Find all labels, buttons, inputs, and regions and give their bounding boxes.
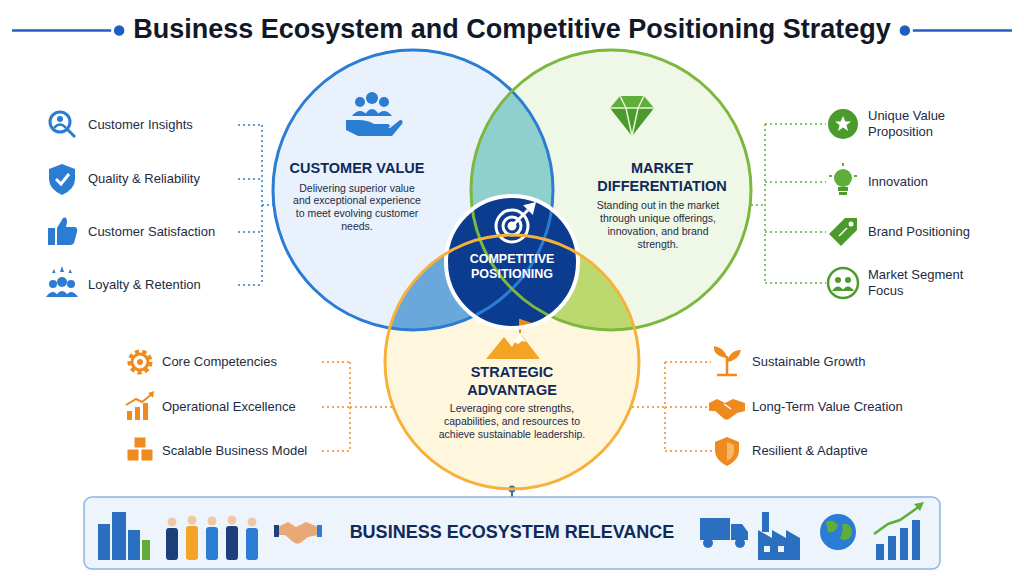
outline-stroke [446, 196, 578, 328]
growth-chart-icon [126, 391, 154, 420]
text-holder: Leveraging core strengths, capabilities,… [438, 402, 586, 440]
shield-icon [715, 437, 739, 466]
text-holder: Delivering superior value and exceptiona… [293, 182, 421, 233]
people-hand-icon [346, 92, 403, 136]
label-holder: Customer Insights [88, 117, 238, 133]
list-item-label: Unique Value Proposition [868, 108, 993, 141]
center-circle: COMPETITIVE POSITIONING [446, 196, 578, 328]
band-handshake-icon [274, 522, 322, 544]
band-heading: BUSINESS ECOSYSTEM RELEVANCE [332, 522, 692, 544]
circle-heading: MARKET DIFFERENTIATION [582, 160, 742, 195]
outline-stroke [385, 235, 639, 489]
shield-check-icon [49, 164, 75, 195]
label-holder: Long-Term Value Creation [752, 399, 952, 415]
bar-chart-icon [874, 502, 924, 560]
circle-body: Leveraging core strengths, capabilities,… [438, 402, 586, 440]
title-holder: Business Ecosystem and Competitive Posit… [0, 14, 1024, 45]
list-item-label: Scalable Business Model [162, 443, 320, 459]
text-holder: BUSINESS ECOSYSTEM RELEVANCE [332, 522, 692, 544]
list-item-label: Sustainable Growth [752, 354, 952, 370]
list-item-label: Core Competencies [162, 354, 320, 370]
list-item-label: Innovation [868, 174, 993, 190]
segment-icon [828, 268, 858, 298]
people-icon [166, 516, 258, 561]
list-item-label: Resilient & Adaptive [752, 443, 952, 459]
badge-star-icon [828, 109, 858, 139]
label-holder: Loyalty & Retention [88, 277, 238, 293]
label-holder: Brand Positioning [868, 224, 993, 240]
leader-lines [238, 124, 826, 451]
factory-icon [758, 512, 800, 560]
list-item-label: Quality & Reliability [88, 171, 238, 187]
venn-circle: STRATEGIC ADVANTAGELeveraging core stren… [385, 235, 639, 489]
label-holder: Market Segment Focus [868, 267, 993, 300]
diagram-title: Business Ecosystem and Competitive Posit… [133, 14, 891, 45]
list-item-label: Market Segment Focus [868, 267, 993, 300]
list-item-label: Customer Insights [88, 117, 238, 133]
label-holder: Scalable Business Model [162, 443, 320, 459]
circle-body: Delivering superior value and exceptiona… [293, 182, 421, 233]
label-holder: Core Competencies [162, 354, 320, 370]
circle-outline [385, 235, 639, 489]
circle-heading: CUSTOMER VALUE [290, 160, 425, 178]
sprout-icon [714, 346, 741, 375]
gear-icon [130, 352, 150, 372]
text-holder: MARKET DIFFERENTIATION [582, 160, 742, 195]
label-holder: Unique Value Proposition [868, 108, 993, 141]
label-holder: Sustainable Growth [752, 354, 952, 370]
list-item-label: Brand Positioning [868, 224, 993, 240]
text-holder: STRATEGIC ADVANTAGE [427, 364, 597, 399]
center-heading: COMPETITIVE POSITIONING [456, 252, 568, 283]
outline-stroke [84, 497, 940, 569]
list-item-label: Long-Term Value Creation [752, 399, 952, 415]
label-holder: Resilient & Adaptive [752, 443, 952, 459]
globe-icon [820, 514, 856, 550]
bulb-icon [829, 163, 857, 195]
handshake-icon [709, 399, 745, 420]
label-holder: Innovation [868, 174, 993, 190]
truck-icon [700, 518, 748, 548]
buildings-icon [98, 512, 150, 560]
tag-icon [829, 218, 857, 246]
connector [509, 486, 516, 498]
list-item-label: Customer Satisfaction [88, 224, 238, 240]
label-holder: Quality & Reliability [88, 171, 238, 187]
text-holder: COMPETITIVE POSITIONING [456, 252, 568, 283]
diamond-icon [610, 96, 654, 136]
venn-fills [273, 50, 751, 489]
circle-heading: STRATEGIC ADVANTAGE [427, 364, 597, 399]
list-item-label: Loyalty & Retention [88, 277, 238, 293]
venn-circle: MARKET DIFFERENTIATION Standing out in th… [471, 50, 751, 330]
text-holder: Standing out in the market through uniqu… [594, 199, 722, 250]
band-fill [84, 497, 940, 569]
circle-body: Standing out in the market through uniqu… [594, 199, 722, 250]
outline-stroke [471, 50, 751, 330]
text-holder: CUSTOMER VALUE [290, 160, 425, 178]
ecosystem-band: BUSINESS ECOSYSTEM RELEVANCE [84, 497, 940, 569]
loyalty-icon [46, 266, 78, 297]
cubes-icon [127, 437, 153, 461]
thumbs-up-icon [48, 218, 77, 246]
label-holder: Customer Satisfaction [88, 224, 238, 240]
label-holder: Operational Excellence [162, 399, 320, 415]
list-item-label: Operational Excellence [162, 399, 320, 415]
insight-icon [50, 112, 75, 137]
